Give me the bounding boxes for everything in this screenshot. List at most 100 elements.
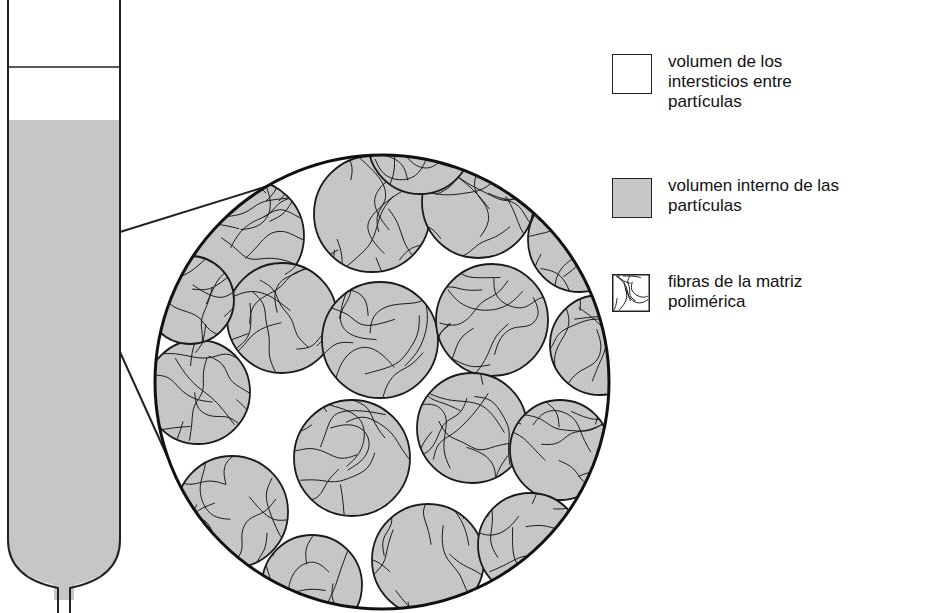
column-wall xyxy=(8,0,58,613)
legend-text: fibras de la matriz polimérica xyxy=(668,272,848,312)
bead-interior xyxy=(510,400,610,500)
polymer-fiber xyxy=(340,282,376,340)
polymer-fiber xyxy=(488,147,536,199)
polymer-fiber xyxy=(204,129,265,193)
bead-outline xyxy=(436,264,548,376)
polymer-fiber xyxy=(241,392,312,432)
polymer-fiber xyxy=(245,231,319,258)
polymer-fiber xyxy=(460,502,519,535)
polymer-fiber xyxy=(592,217,670,254)
polymer-fiber xyxy=(318,396,385,438)
bead-outline xyxy=(262,535,362,613)
polymer-fiber xyxy=(474,397,510,465)
polymer-fiber xyxy=(156,235,178,316)
polymer-fiber xyxy=(359,497,392,556)
polymer-fiber xyxy=(221,238,300,267)
polymer-fiber xyxy=(494,297,538,354)
polymer-fiber xyxy=(345,196,394,268)
column xyxy=(8,0,120,613)
polymer-fiber xyxy=(440,281,509,326)
bead-interior xyxy=(478,493,582,597)
polymer-fiber xyxy=(539,360,563,427)
bead-outline xyxy=(227,263,337,373)
bead-interior xyxy=(227,263,337,373)
bead-texture xyxy=(510,400,610,500)
legend-entry: fibras de la matriz polimérica xyxy=(612,272,848,312)
bead-texture xyxy=(368,90,472,194)
polymer-fiber xyxy=(494,278,557,308)
polymer-fiber xyxy=(252,291,276,372)
polymer-fiber xyxy=(250,269,309,325)
polymer-fiber xyxy=(175,358,234,425)
polymer-fiber xyxy=(375,145,432,180)
polymer-fiber xyxy=(241,166,271,230)
polymer-fiber xyxy=(200,451,230,519)
polymer-fiber xyxy=(564,329,601,399)
polymer-fiber xyxy=(548,542,606,587)
polymer-fiber xyxy=(614,372,691,401)
polymer-fiber xyxy=(327,490,393,526)
bead-outline xyxy=(294,400,410,516)
polymer-fiber xyxy=(300,453,375,482)
polymer-fiber xyxy=(423,347,461,411)
bead-outline xyxy=(146,340,250,444)
polymer-fiber xyxy=(563,207,608,277)
polymer-fiber xyxy=(335,347,395,382)
bead-interior xyxy=(146,340,250,444)
bead-outline xyxy=(322,282,438,398)
polymer-fiber xyxy=(158,354,242,362)
legend-swatch xyxy=(612,178,652,218)
polymer-fiber xyxy=(114,532,187,575)
polymer-fiber xyxy=(607,369,683,405)
polymer-fiber xyxy=(364,530,394,611)
polymer-fiber xyxy=(288,562,329,613)
polymer-fiber xyxy=(315,299,394,325)
polymer-fiber xyxy=(392,27,416,101)
bead-texture xyxy=(322,282,438,398)
bead-outline xyxy=(478,493,582,597)
polymer-fiber xyxy=(422,473,468,546)
bead-interior xyxy=(417,373,527,483)
polymer-fiber xyxy=(211,564,278,600)
bead-interior xyxy=(294,400,410,516)
legend-text: volumen interno de las partículas xyxy=(668,176,848,216)
polymer-fiber xyxy=(439,323,490,367)
polymer-fiber xyxy=(209,356,271,413)
polymer-fiber xyxy=(596,348,638,424)
polymer-fiber xyxy=(370,290,435,333)
legend-text: volumen de los intersticios entre partíc… xyxy=(668,52,848,112)
bead-interior xyxy=(146,256,234,344)
polymer-fiber xyxy=(330,425,369,470)
gel-bead xyxy=(394,325,527,527)
bead-interior xyxy=(322,282,438,398)
legend-entry: volumen de los intersticios entre partíc… xyxy=(612,52,848,112)
liquid-surface xyxy=(8,66,120,68)
polymer-fiber xyxy=(193,324,206,407)
polymer-fiber xyxy=(433,393,488,459)
polymer-fiber xyxy=(405,284,428,366)
polymer-fiber xyxy=(140,504,197,558)
polymer-fiber xyxy=(273,511,337,556)
polymer-fiber xyxy=(260,280,309,347)
fiber-swatch xyxy=(612,274,650,312)
polymer-fiber xyxy=(306,503,352,564)
bead-texture xyxy=(417,373,527,483)
polymer-fiber xyxy=(368,136,397,216)
gel-bed xyxy=(8,120,120,600)
magnified-view xyxy=(100,27,691,613)
legend-swatch xyxy=(612,54,652,94)
bead-texture xyxy=(146,340,250,444)
polymer-fiber xyxy=(423,287,483,329)
bead-texture xyxy=(478,493,582,597)
magnifier-outline xyxy=(155,155,609,609)
polymer-fiber xyxy=(346,417,412,463)
polymer-fiber xyxy=(536,319,607,359)
polymer-fiber xyxy=(320,411,385,447)
bead-interior xyxy=(368,90,472,194)
polymer-fiber xyxy=(491,477,503,557)
polymer-fiber xyxy=(365,315,419,374)
polymer-fiber xyxy=(524,415,605,431)
polymer-fiber xyxy=(550,215,594,287)
bead-texture xyxy=(372,504,484,613)
